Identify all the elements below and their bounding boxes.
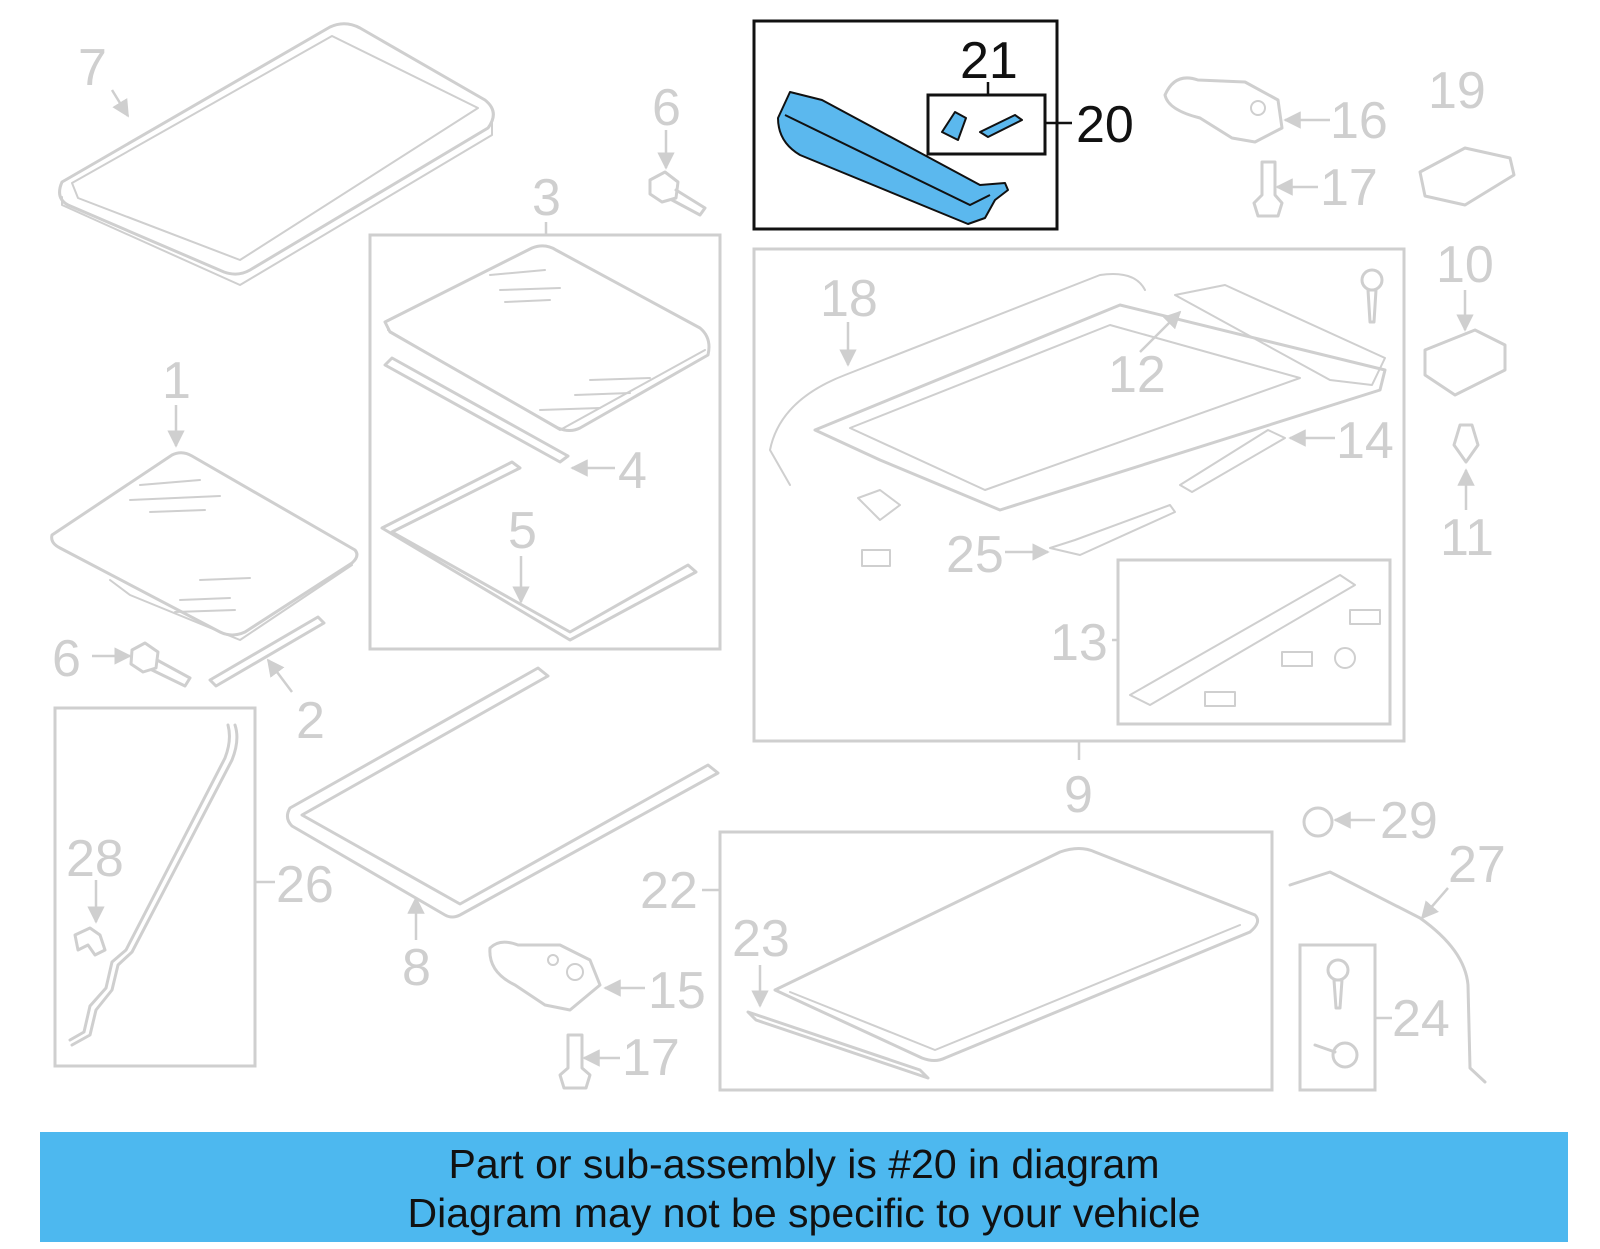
part-21-clips[interactable] xyxy=(941,111,1023,141)
footer-banner: Part or sub-assembly is #20 in diagram D… xyxy=(40,1132,1568,1242)
assembly-box-21 xyxy=(926,93,1047,156)
callout-10: 10 xyxy=(1436,236,1494,294)
callout-15: 15 xyxy=(648,962,706,1020)
callout-29: 29 xyxy=(1380,792,1438,850)
callout-27: 27 xyxy=(1448,836,1506,894)
part-8-frame-seal xyxy=(285,666,720,919)
leaders xyxy=(87,89,1475,1067)
part-14-rail xyxy=(1179,429,1286,493)
part-15-motor xyxy=(488,940,602,1012)
part-1-glass xyxy=(50,451,359,641)
part-17-bolt-top xyxy=(1252,160,1284,218)
part-29-clip xyxy=(1302,806,1334,838)
callout-12: 12 xyxy=(1108,346,1166,404)
callout-17-bottom: 17 xyxy=(622,1029,680,1087)
part-2-strip xyxy=(208,615,326,688)
part-7-glass-frame xyxy=(58,22,495,286)
callout-18: 18 xyxy=(820,270,878,328)
part-26-drain-hose xyxy=(68,723,239,1047)
callout-14: 14 xyxy=(1336,412,1394,470)
callout-6-left: 6 xyxy=(52,630,81,688)
callout-25: 25 xyxy=(946,526,1004,584)
part-22-sunshade xyxy=(773,847,1260,1062)
callout-21: 21 xyxy=(960,32,1018,90)
part-24-fasteners xyxy=(1313,958,1359,1069)
part-19-bracket xyxy=(1418,146,1516,207)
part-20-deflector[interactable] xyxy=(777,91,1009,225)
callout-23: 23 xyxy=(732,910,790,968)
part-13-linkage xyxy=(1129,574,1381,707)
callout-7: 7 xyxy=(78,39,107,97)
callout-6-top: 6 xyxy=(652,79,681,137)
part-6-bolt-left xyxy=(129,641,192,688)
callout-labels: 7 6 3 1 4 5 6 2 28 26 8 15 17 21 20 16 1… xyxy=(52,32,1506,1087)
part-28-clip xyxy=(73,926,107,957)
callout-8: 8 xyxy=(402,939,431,997)
assembly-box-24 xyxy=(1298,943,1377,1092)
callout-17-top: 17 xyxy=(1320,159,1378,217)
assembly-box-20 xyxy=(752,19,1059,231)
callout-2: 2 xyxy=(296,692,325,750)
callout-1: 1 xyxy=(162,352,191,410)
callout-9: 9 xyxy=(1064,766,1093,824)
part-11-clip xyxy=(1452,423,1480,464)
part-3-glass xyxy=(383,244,711,432)
callout-16: 16 xyxy=(1330,92,1388,150)
callout-5: 5 xyxy=(508,502,537,560)
callout-28: 28 xyxy=(66,830,124,888)
part-9-frame-assembly xyxy=(813,284,1387,512)
assembly-box-22 xyxy=(718,830,1274,1092)
part-17-bolt-lower xyxy=(558,1033,592,1090)
part-16-motor xyxy=(1163,76,1284,144)
callout-26: 26 xyxy=(276,856,334,914)
part-25-slider xyxy=(1049,504,1176,556)
footer-line-part-number: Part or sub-assembly is #20 in diagram xyxy=(448,1141,1160,1187)
part-23-strip xyxy=(746,1010,930,1080)
part-4-seal-strip xyxy=(383,356,570,464)
part-18-cable xyxy=(769,273,1146,486)
callout-19: 19 xyxy=(1428,62,1486,120)
part-5-seal xyxy=(380,460,698,642)
part-12-bracket xyxy=(857,489,901,567)
callout-22: 22 xyxy=(640,862,698,920)
part-10-bracket xyxy=(1423,328,1507,397)
callout-20: 20 xyxy=(1076,96,1134,154)
callout-4: 4 xyxy=(618,442,647,500)
callout-11: 11 xyxy=(1440,509,1494,567)
footer-line-disclaimer: Diagram may not be specific to your vehi… xyxy=(407,1190,1201,1236)
assembly-box-26 xyxy=(53,706,257,1068)
callout-13: 13 xyxy=(1050,614,1108,672)
callout-3: 3 xyxy=(532,169,561,227)
part-screw-9 xyxy=(1360,268,1384,324)
part-6-bolt-top xyxy=(648,170,707,217)
part-27-drain-hose xyxy=(1288,870,1487,1084)
assembly-box-13 xyxy=(1116,558,1392,726)
callout-24: 24 xyxy=(1392,990,1450,1048)
